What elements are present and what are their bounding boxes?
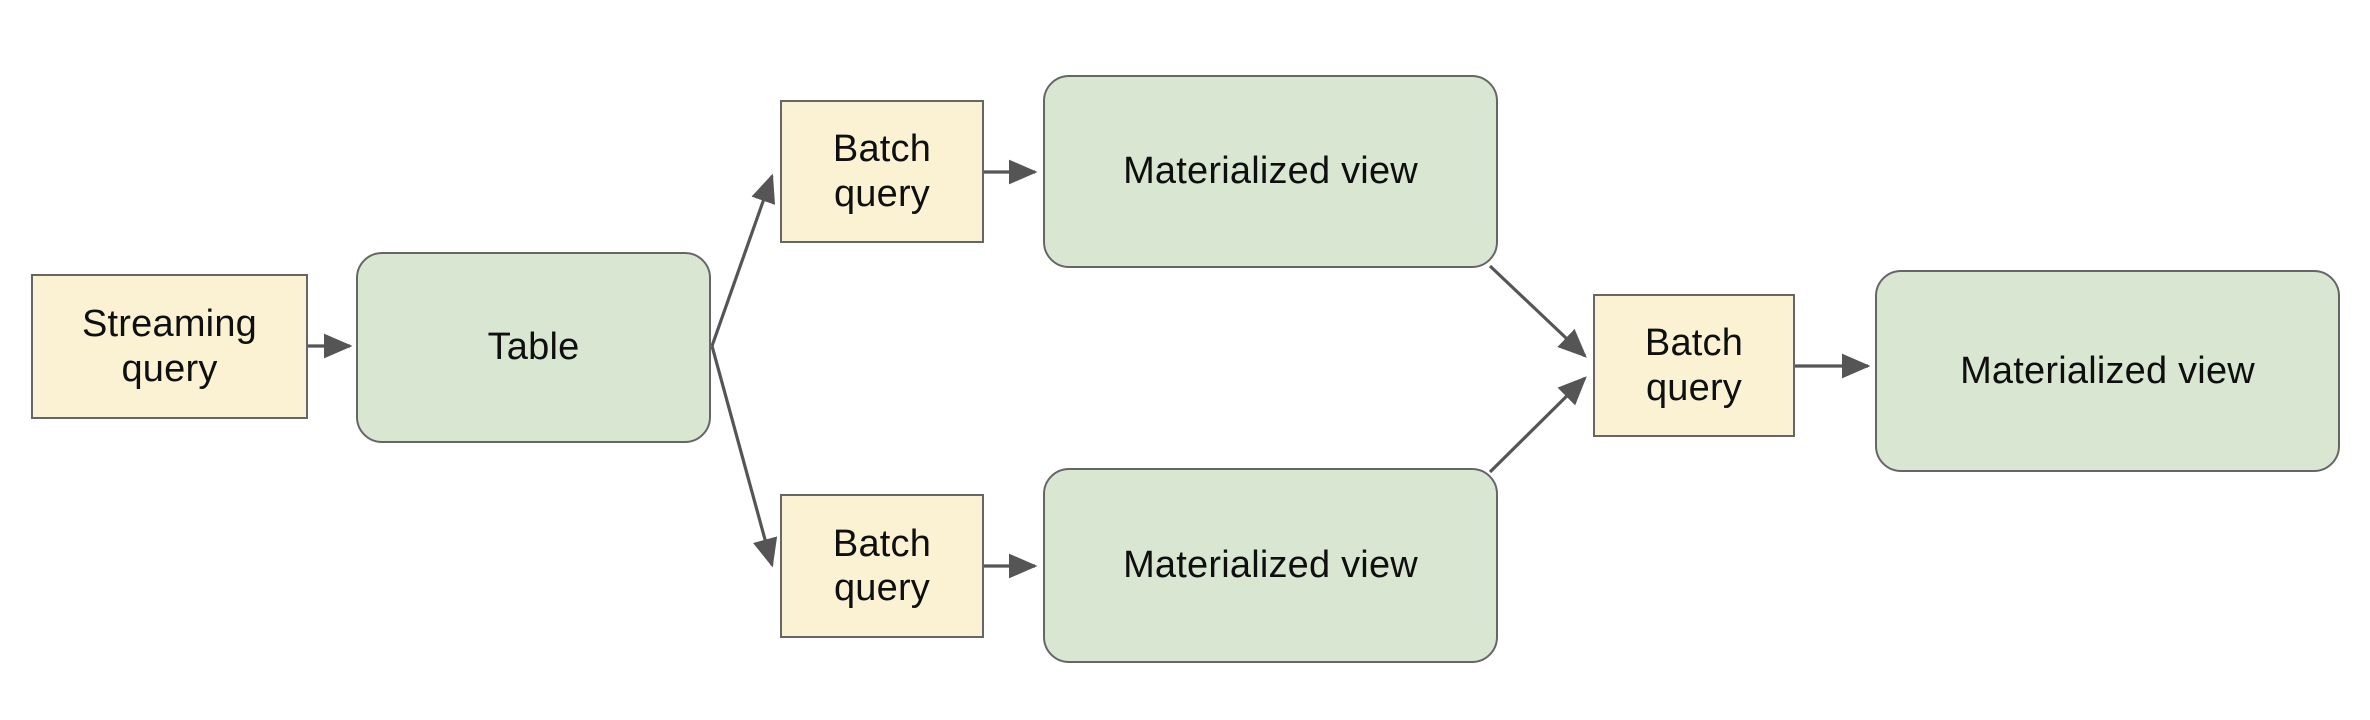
node-table[interactable]: Table (356, 252, 711, 443)
node-batch-query-bottom[interactable]: Batch query (780, 494, 984, 638)
node-label-batch-query-merge: Batch query (1644, 322, 1744, 409)
node-label-materialized-view-bottom: Materialized view (1123, 544, 1418, 587)
edge-materialized-view-top-to-batch-query-merge (1488, 264, 1587, 358)
node-label-batch-query-top: Batch query (832, 128, 932, 215)
node-materialized-view-bottom[interactable]: Materialized view (1043, 468, 1498, 663)
edge-table-to-batch-query-top (710, 173, 776, 347)
node-materialized-view-final[interactable]: Materialized view (1875, 270, 2340, 472)
node-batch-query-top[interactable]: Batch query (780, 100, 984, 243)
node-label-materialized-view-final: Materialized view (1960, 349, 2255, 392)
node-materialized-view-top[interactable]: Materialized view (1043, 75, 1498, 268)
node-label-batch-query-bottom: Batch query (832, 522, 932, 609)
node-batch-query-merge[interactable]: Batch query (1593, 294, 1795, 437)
edge-materialized-view-bottom-to-batch-query-merge (1488, 376, 1587, 474)
node-label-materialized-view-top: Materialized view (1123, 150, 1418, 193)
node-streaming-query[interactable]: Streaming query (31, 274, 308, 419)
node-label-streaming-query: Streaming query (82, 303, 257, 390)
node-label-table: Table (487, 326, 580, 369)
edge-table-to-batch-query-bottom (710, 345, 778, 568)
